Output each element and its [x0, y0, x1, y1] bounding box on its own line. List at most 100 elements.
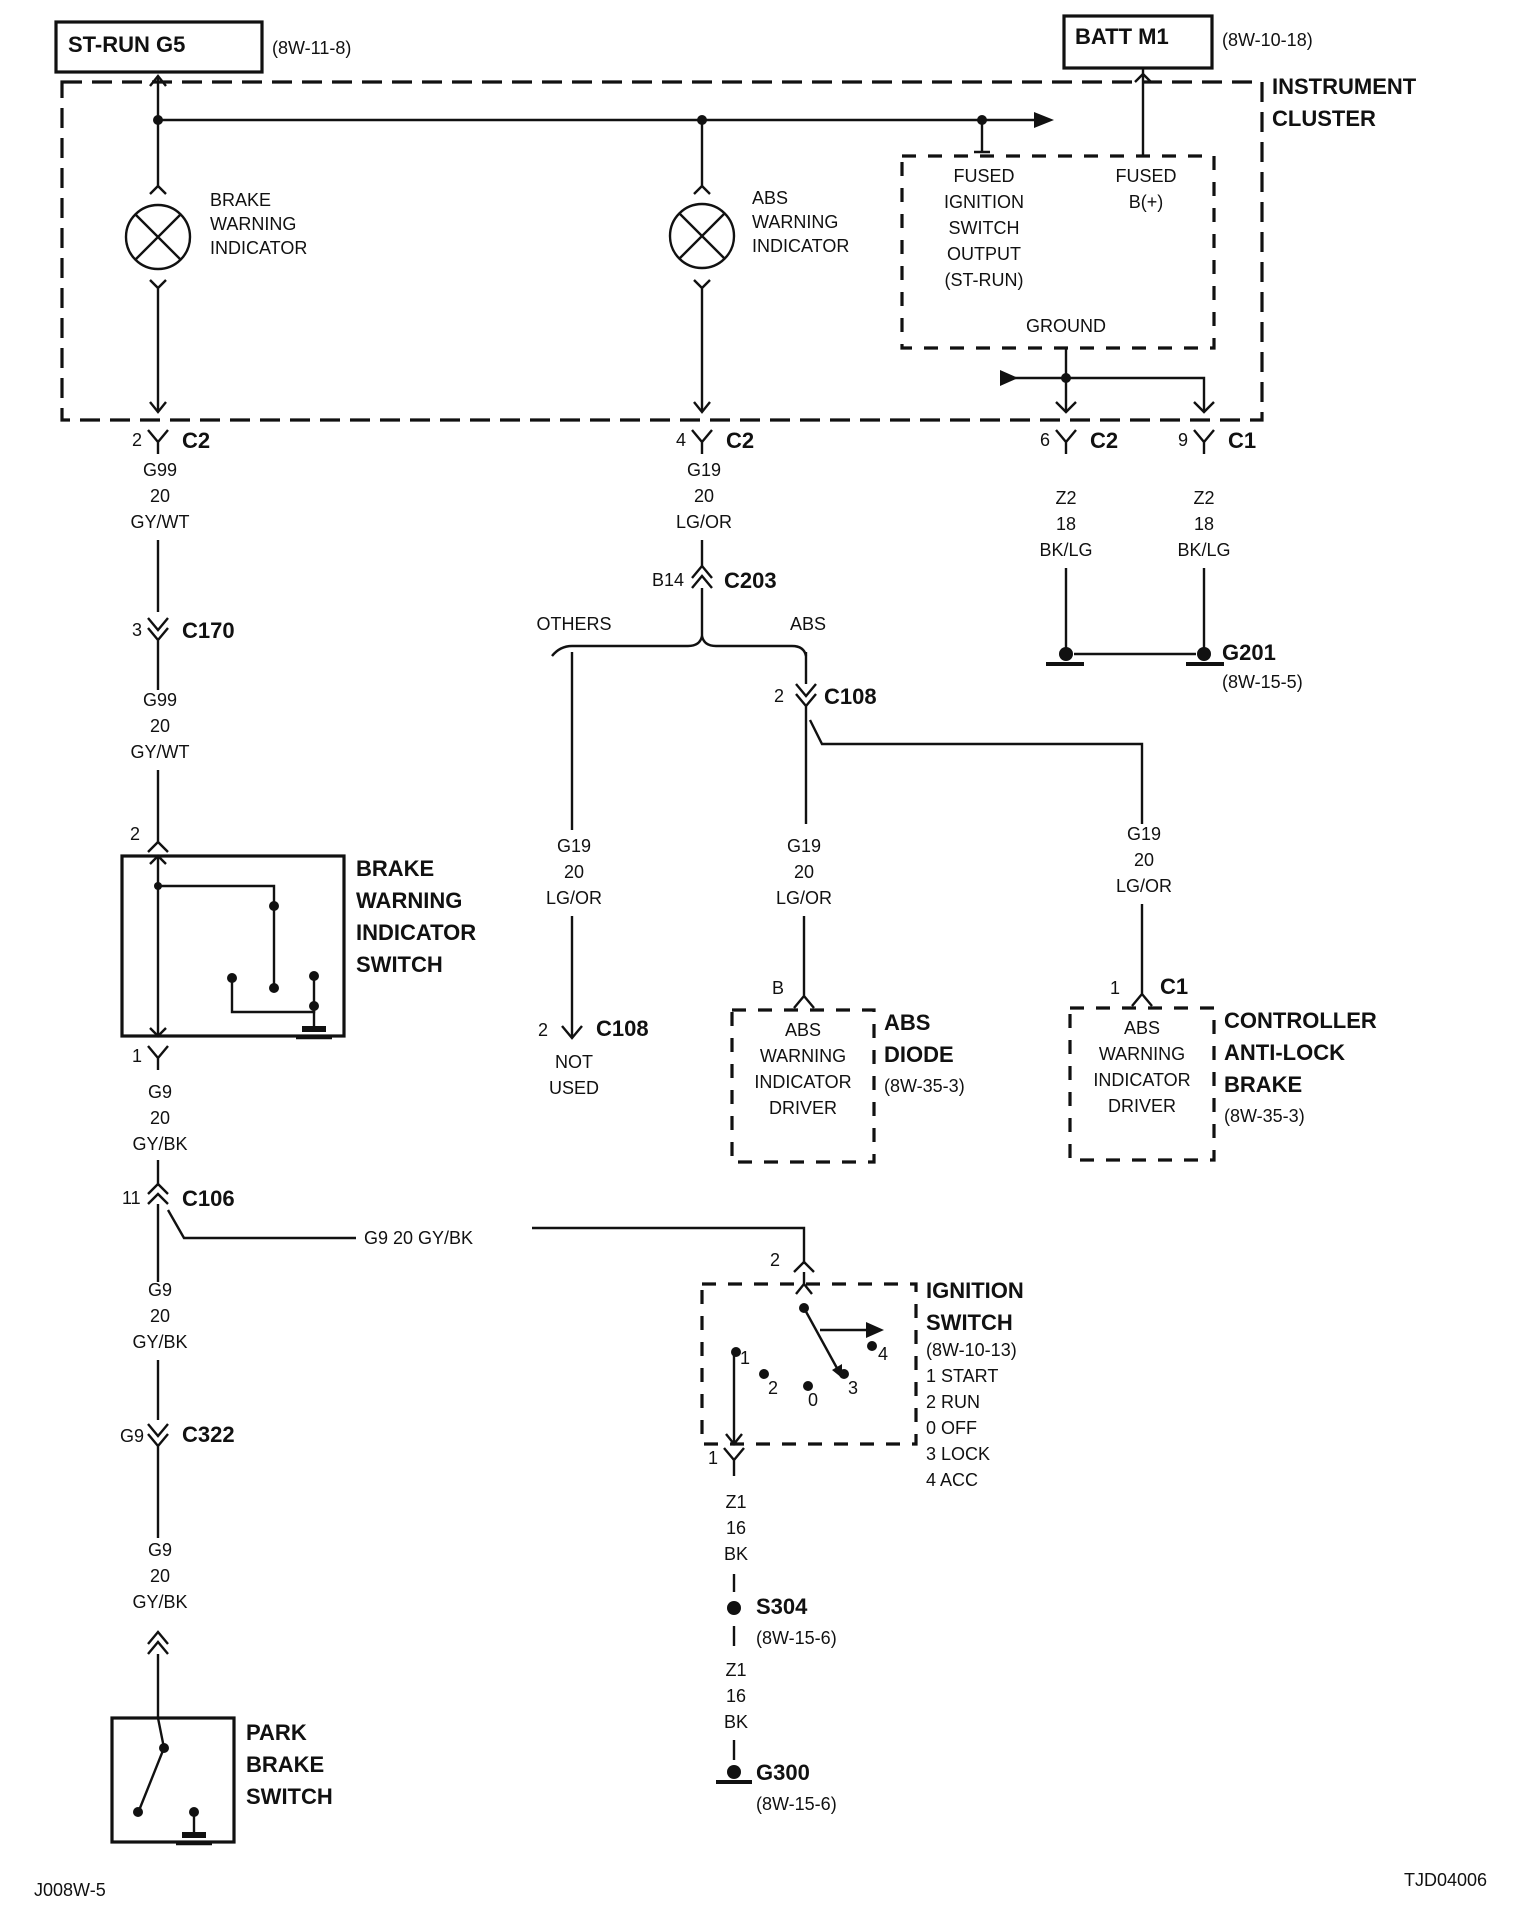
pin-number: 11: [122, 1188, 141, 1208]
brake-indicator-label: INDICATOR: [210, 238, 307, 258]
ground-arrow-head: [1000, 370, 1018, 386]
st-run-label: ST-RUN G5: [68, 32, 185, 57]
ign-contact-label: 2: [768, 1378, 778, 1398]
bus-arrow-head: [1034, 112, 1054, 128]
wire-code: G9: [148, 1082, 172, 1102]
park-switch-ground-icon: [182, 1832, 206, 1838]
branch-label-abs: ABS: [790, 614, 826, 634]
cluster-power-module-box: [900, 154, 1216, 350]
wire-color: GY/WT: [131, 742, 190, 762]
bwis-top-terminal: [147, 840, 169, 853]
splice-ref: (8W-15-6): [756, 1628, 837, 1648]
brake-lamp-wire-down: [149, 279, 167, 412]
batt-ref: (8W-10-18): [1222, 30, 1313, 50]
pin-number: B14: [652, 570, 684, 590]
instrument-cluster-outline: [60, 80, 1264, 422]
component-title: DIODE: [884, 1042, 954, 1067]
batt-label: BATT M1: [1075, 24, 1169, 49]
wire-code: Z1: [725, 1492, 746, 1512]
abs-warning-lamp-icon: [668, 202, 736, 270]
connector-label: C108: [596, 1016, 649, 1041]
wire-gauge: 20: [150, 716, 170, 736]
wire-code: Z2: [1055, 488, 1076, 508]
batt-source-box: [1062, 14, 1214, 70]
park-brake-switch-box: [110, 1716, 236, 1844]
component-title: SWITCH: [246, 1784, 333, 1809]
controller-driver-label: ABS: [1124, 1018, 1160, 1038]
c108-abs-connector: [795, 652, 817, 824]
ign-start-wire: [725, 1352, 743, 1446]
wire-color: BK/LG: [1039, 540, 1092, 560]
g9-side-wire: [166, 1209, 806, 1264]
ign-contact-label: 4: [878, 1344, 888, 1364]
connector-label: C170: [182, 618, 235, 643]
wire-code: G9: [148, 1280, 172, 1300]
c106-connector-symbol: [147, 1182, 169, 1282]
connector-label: C2: [1090, 428, 1118, 453]
connector-symbol: [1193, 429, 1215, 454]
fused-ign-label: SWITCH: [949, 218, 1020, 238]
wire-color: LG/OR: [546, 888, 602, 908]
ground-pin-arrow: [1055, 401, 1077, 414]
ign-contact-dot: [759, 1369, 769, 1379]
pin-number: 2: [130, 824, 140, 844]
wire-color: BK: [724, 1712, 748, 1732]
bwis-contact-dot: [269, 901, 279, 911]
pin-number: G9: [120, 1426, 144, 1446]
abs-driver-label: ABS: [785, 1020, 821, 1040]
park-switch-arm: [138, 1717, 166, 1809]
component-title: SWITCH: [356, 952, 443, 977]
controller-anti-lock-brake-box: [1068, 1006, 1216, 1162]
component-ref: (8W-35-3): [884, 1076, 965, 1096]
ign-contact-label: 1: [740, 1348, 750, 1368]
wire-code: G9: [148, 1540, 172, 1560]
ground-eyelet-dot: [1197, 647, 1211, 661]
not-used-label: USED: [549, 1078, 599, 1098]
wire-code: Z2: [1193, 488, 1214, 508]
abs-lamp-cross: [678, 212, 726, 260]
wire-gauge: 20: [1134, 850, 1154, 870]
connector-label: C108: [824, 684, 877, 709]
component-title: BRAKE: [356, 856, 434, 881]
connector-label: C203: [724, 568, 777, 593]
component-title: ANTI-LOCK: [1224, 1040, 1345, 1065]
ground-ref: (8W-15-6): [756, 1794, 837, 1814]
ground-label: G300: [756, 1760, 810, 1785]
abs-indicator-label: ABS: [752, 188, 788, 208]
cluster-title-2: CLUSTER: [1272, 106, 1376, 131]
st-run-connector-arrow: [149, 74, 167, 87]
pin-number: 6: [1040, 430, 1050, 450]
pin-number: 1: [1110, 978, 1120, 998]
connector-symbol: [147, 429, 169, 454]
abs-lamp-wire-down: [693, 279, 711, 412]
connector-symbol: [1055, 429, 1077, 454]
st-run-ref: (8W-11-8): [272, 38, 351, 58]
wire-gauge: 20: [150, 1108, 170, 1128]
ground-eyelet-dot: [1059, 647, 1073, 661]
wire-color: GY/BK: [132, 1592, 187, 1612]
ign-internal-arrow: [795, 1282, 813, 1295]
not-used-label: NOT: [555, 1052, 593, 1072]
connector-label: C1: [1160, 974, 1188, 999]
brake-warning-lamp-icon: [124, 203, 192, 271]
wire-gauge: 20: [150, 486, 170, 506]
wire-color: BK/LG: [1177, 540, 1230, 560]
pin-number: 2: [132, 430, 142, 450]
c203-connector-symbol: [691, 564, 713, 636]
connector-symbol: [691, 429, 713, 454]
component-title: IGNITION: [926, 1278, 1024, 1303]
abs-driver-label: DRIVER: [769, 1098, 837, 1118]
ground-label: GROUND: [1026, 316, 1106, 336]
abs-driver-label: WARNING: [760, 1046, 846, 1066]
abs-driver-label: INDICATOR: [754, 1072, 851, 1092]
footer-right-code: TJD04006: [1404, 1870, 1487, 1890]
st-run-source-box: [54, 20, 264, 74]
bwis-contact-dot: [269, 983, 279, 993]
wire-code: G99: [143, 690, 177, 710]
bwis-bottom-connector: [147, 1045, 169, 1070]
wire-color: BK: [724, 1544, 748, 1564]
fused-b-label: B(+): [1129, 192, 1164, 212]
connector-label: C322: [182, 1422, 235, 1447]
component-title: BRAKE: [1224, 1072, 1302, 1097]
